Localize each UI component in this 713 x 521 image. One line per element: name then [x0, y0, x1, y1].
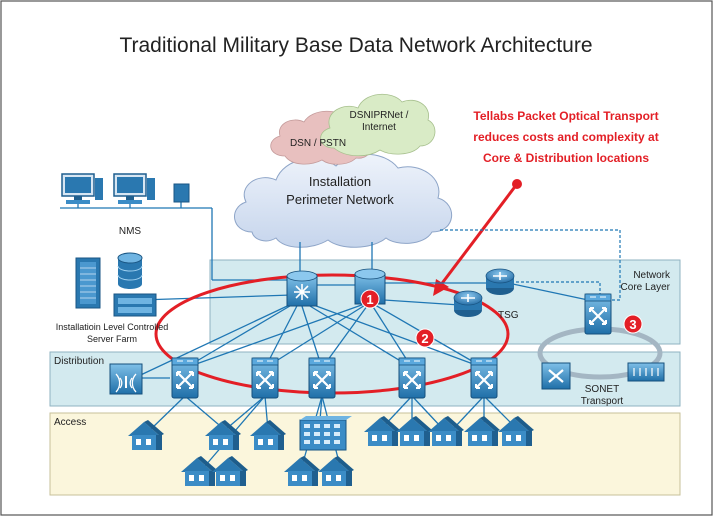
marker-3: 3 — [623, 314, 643, 334]
network-core-label-line1: Network — [633, 270, 671, 281]
office-building-icon — [299, 416, 352, 451]
tsg-label: TSG — [498, 310, 519, 321]
sonet-adm-icon — [627, 362, 665, 382]
marker-2: 2 — [415, 328, 435, 348]
sonet-label-line1: SONET — [585, 384, 619, 395]
distribution-switch-3-icon — [307, 356, 337, 400]
distribution-switch-2-icon — [250, 356, 280, 400]
distribution-label: Distribution — [54, 356, 104, 367]
distribution-layer-band — [49, 351, 681, 407]
server-rack-icon — [75, 257, 101, 309]
perimeter-label-line1: Installation — [309, 174, 371, 189]
network-core-label-line2: Core Layer — [621, 282, 671, 293]
callout-line3: Core & Distribution locations — [483, 151, 649, 165]
wireless-access-point-icon — [109, 363, 143, 395]
perimeter-network-cloud — [234, 153, 453, 248]
marker-1: 1 — [360, 289, 380, 309]
server-farm-label-line1: Installatioin Level Controlled — [56, 322, 169, 332]
dsnipr-label-line2: Internet — [362, 122, 396, 133]
perimeter-label-line2: Perimeter Network — [286, 192, 394, 207]
database-icon — [117, 252, 143, 289]
sonet-label-line2: Transport — [581, 396, 624, 407]
distribution-switch-1-icon — [170, 356, 200, 400]
tsg-router-top-icon — [485, 268, 515, 296]
diagram-title: Traditional Military Base Data Network A… — [119, 34, 592, 57]
sonet-core-switch-icon — [583, 292, 613, 336]
svg-text:1: 1 — [366, 292, 373, 307]
distribution-switch-5-icon — [469, 356, 499, 400]
dsn-pstn-label: DSN / PSTN — [290, 138, 346, 149]
svg-text:2: 2 — [421, 331, 428, 346]
nms-server-icon — [173, 183, 190, 203]
svg-text:3: 3 — [629, 317, 636, 332]
dsnipr-internet-cloud — [320, 94, 436, 157]
storage-array-icon — [113, 293, 157, 317]
nms-workstation-tower-1-icon — [95, 178, 103, 200]
access-label: Access — [54, 417, 86, 428]
sonet-left-switch-icon — [541, 362, 571, 390]
distribution-switch-4-icon — [397, 356, 427, 400]
callout-line2: reduces costs and complexity at — [473, 130, 658, 144]
core-router-1-icon — [354, 268, 386, 305]
network-links — [60, 196, 589, 467]
tsg-router-icon — [453, 290, 483, 318]
core-router-star-icon — [286, 270, 318, 307]
dsnipr-label-line1: DSNIPRNet / — [350, 110, 409, 121]
nms-workstation-tower-2-icon — [147, 178, 155, 200]
dashed-links — [440, 229, 621, 301]
nms-label: NMS — [119, 226, 142, 237]
callout-line1: Tellabs Packet Optical Transport — [473, 109, 658, 123]
server-farm-label-line2: Server Farm — [87, 334, 137, 344]
